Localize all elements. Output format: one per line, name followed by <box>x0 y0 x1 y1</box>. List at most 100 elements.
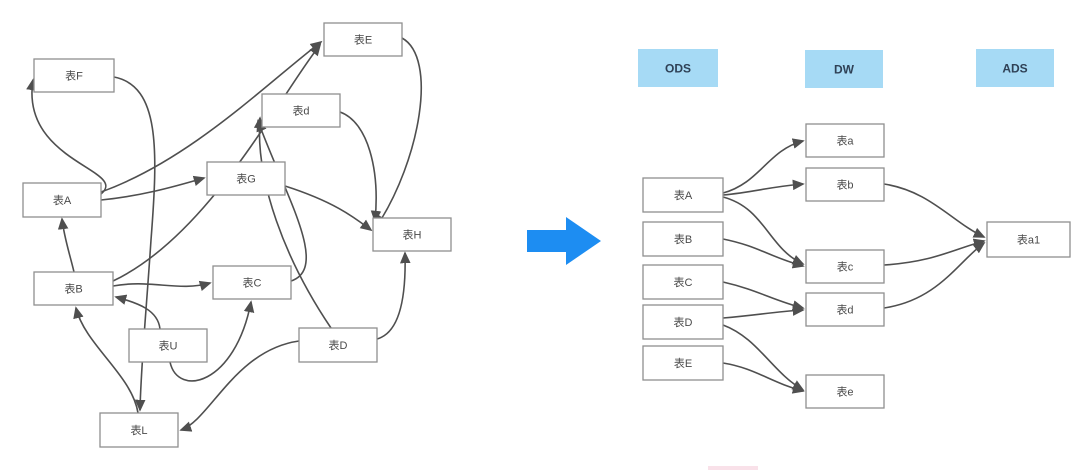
edge-D-L <box>179 340 300 432</box>
edge-D-d <box>253 116 332 329</box>
table-node-re: 表e <box>805 374 885 409</box>
table-node-box-G <box>206 161 286 196</box>
table-node-label-rc: 表c <box>837 260 854 274</box>
table-node-rA: 表A <box>642 177 724 213</box>
table-node-box-F <box>33 58 115 93</box>
table-node-label-L: 表L <box>130 423 147 437</box>
table-node-label-d: 表d <box>292 104 309 118</box>
layer-header-box-DW <box>805 50 883 88</box>
table-node-label-F: 表F <box>65 69 83 83</box>
table-node-label-rb: 表b <box>836 178 853 192</box>
table-node-box-ra <box>805 123 885 158</box>
table-node-box-rB <box>642 221 724 257</box>
table-node-box-ra1 <box>986 221 1071 258</box>
layer-header-label-DW: DW <box>834 63 855 77</box>
edge-D-H <box>376 251 411 340</box>
table-node-A: 表A <box>22 182 102 218</box>
table-node-label-rC: 表C <box>674 275 693 289</box>
table-node-box-L <box>99 412 179 448</box>
edge-rB-rc <box>722 238 805 269</box>
table-node-box-A <box>22 182 102 218</box>
edge-rA-ra <box>722 138 805 194</box>
table-node-ra: 表a <box>805 123 885 158</box>
table-node-box-D <box>298 327 378 363</box>
layer-header-label-ADS: ADS <box>1002 62 1027 76</box>
table-node-label-B: 表B <box>64 282 82 296</box>
table-node-label-re: 表e <box>836 385 853 399</box>
table-node-d: 表d <box>261 93 341 128</box>
edge-C-d <box>256 119 308 282</box>
right-diagram-after: ODS DW ADS 表A 表B 表C 表D 表E 表a 表b 表c 表d 表e 表a1 <box>638 49 1071 409</box>
edge-F-L <box>113 76 156 412</box>
edge-rA-rc <box>722 196 805 265</box>
table-node-label-rd: 表d <box>836 303 853 317</box>
layer-header-label-ODS: ODS <box>665 62 691 76</box>
edge-B-C <box>112 280 212 291</box>
table-node-label-E: 表E <box>354 33 372 47</box>
table-node-box-C <box>212 265 292 300</box>
table-node-label-rD: 表D <box>674 315 693 329</box>
table-node-rB: 表B <box>642 221 724 257</box>
table-node-box-rD <box>642 304 724 340</box>
edge-E-H <box>376 37 422 228</box>
layer-header-ODS: ODS <box>638 49 718 87</box>
table-node-box-U <box>128 328 208 363</box>
transform-arrow-icon <box>527 217 601 265</box>
table-node-label-rE: 表E <box>674 356 692 370</box>
cutoff-pink-element <box>708 466 758 470</box>
table-node-label-D: 表D <box>329 338 348 352</box>
table-node-label-G: 表G <box>236 172 256 186</box>
table-node-rd: 表d <box>805 292 885 327</box>
table-node-label-ra: 表a <box>836 134 854 148</box>
edge-rd-ra1 <box>883 241 986 309</box>
table-node-box-rd <box>805 292 885 327</box>
table-node-G: 表G <box>206 161 286 196</box>
table-node-label-H: 表H <box>403 228 422 242</box>
table-node-label-rB: 表B <box>674 232 692 246</box>
edge-A-G <box>100 175 206 201</box>
layer-header-box-ODS <box>638 49 718 87</box>
layer-header-DW: DW <box>805 50 883 88</box>
table-node-box-rE <box>642 345 724 381</box>
edge-rb-ra1 <box>883 183 986 238</box>
table-node-rb: 表b <box>805 167 885 202</box>
table-node-box-re <box>805 374 885 409</box>
table-node-box-H <box>372 217 452 252</box>
edge-G-H <box>284 185 373 232</box>
table-node-box-E <box>323 22 403 57</box>
table-node-box-rA <box>642 177 724 213</box>
edge-rD-re <box>722 324 805 391</box>
edge-B-A <box>57 217 75 273</box>
layer-header-ADS: ADS <box>976 49 1054 87</box>
table-node-box-d <box>261 93 341 128</box>
table-node-box-rC <box>642 264 724 300</box>
table-node-box-B <box>33 271 114 306</box>
table-node-label-rA: 表A <box>674 188 693 202</box>
table-node-U: 表U <box>128 328 208 363</box>
table-node-label-ra1: 表a1 <box>1017 233 1040 247</box>
table-node-box-rb <box>805 167 885 202</box>
edge-U-B <box>114 294 161 330</box>
edge-rC-rd <box>722 281 805 311</box>
edge-rc-ra1 <box>883 238 986 266</box>
table-node-E: 表E <box>323 22 403 57</box>
table-node-label-A: 表A <box>53 193 72 207</box>
edge-d-H <box>339 111 382 223</box>
edge-A-F <box>26 78 107 195</box>
edge-rA-rb <box>722 179 805 196</box>
table-node-B: 表B <box>33 271 114 306</box>
table-node-rE: 表E <box>642 345 724 381</box>
table-node-C: 表C <box>212 265 292 300</box>
edge-rD-rd <box>722 305 805 319</box>
table-node-rC: 表C <box>642 264 724 300</box>
layer-header-box-ADS <box>976 49 1054 87</box>
edge-rE-re <box>722 362 805 394</box>
table-node-ra1: 表a1 <box>986 221 1071 258</box>
edge-A-E <box>100 40 323 193</box>
edge-U-C <box>169 300 255 382</box>
table-node-H: 表H <box>372 217 452 252</box>
table-node-D: 表D <box>298 327 378 363</box>
